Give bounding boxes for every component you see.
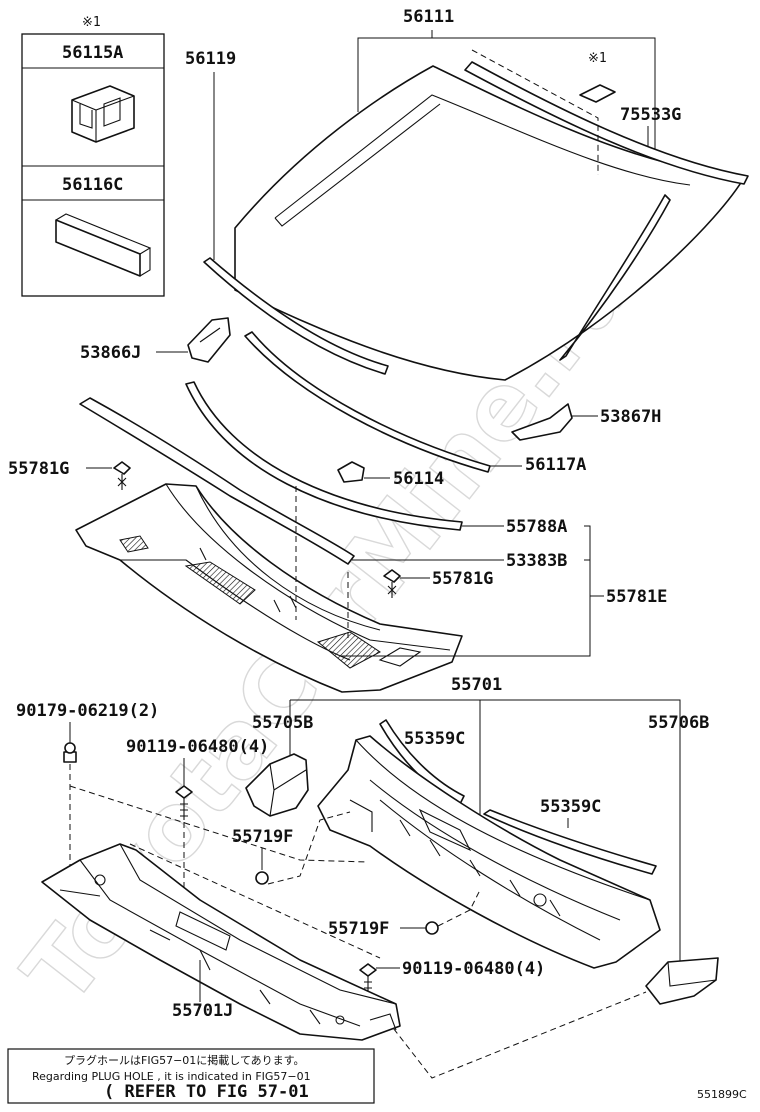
legend-item-56116C: 56116C — [62, 175, 123, 195]
note-line-japanese: プラグホールはFIG57−01に掲載してあります。 — [64, 1053, 305, 1067]
clip-55719F-b — [425, 921, 439, 935]
label-56117A: 56117A — [525, 455, 586, 475]
label-55781E: 55781E — [606, 587, 667, 607]
bracket-55705B — [245, 753, 309, 817]
clip-55719F-a — [255, 871, 269, 885]
label-55705B: 55705B — [252, 713, 313, 733]
clip-56114 — [337, 461, 365, 483]
seal-55788A — [185, 381, 463, 531]
cowl-lower-panel-55701J — [41, 843, 401, 1041]
label-55788A: 55788A — [506, 517, 567, 537]
label-55706B: 55706B — [648, 713, 709, 733]
label-56119: 56119 — [185, 49, 236, 69]
note-line-reference[interactable]: ( REFER TO FIG 57-01 — [104, 1082, 309, 1102]
label-53383B: 53383B — [506, 551, 567, 571]
legend-mark: ※1 — [82, 15, 101, 30]
label-75533G: 75533G — [620, 105, 681, 125]
seal-55359C-a — [379, 719, 465, 805]
bolt-90119-06480-bottom — [359, 963, 377, 996]
cowl-cover-55781E — [75, 483, 463, 693]
clip-56115A-illustration — [71, 85, 135, 143]
seal-55359C-b — [483, 809, 657, 875]
windshield-glass-56111 — [234, 65, 746, 381]
label-90179-06219: 90179-06219(2) — [16, 701, 159, 721]
label-53867H: 53867H — [600, 407, 661, 427]
label-53866J: 53866J — [80, 343, 141, 363]
bolt-90119-06480-top — [175, 785, 193, 820]
label-55781G-mid: 55781G — [432, 569, 493, 589]
bracket-53867H — [511, 403, 573, 441]
label-55781G-left: 55781G — [8, 459, 69, 479]
cowl-panel-55701 — [317, 735, 661, 969]
label-55719F-b: 55719F — [328, 919, 389, 939]
label-56114: 56114 — [393, 469, 444, 489]
legend-box — [21, 33, 165, 297]
label-56111: 56111 — [403, 7, 454, 27]
clip-55781G-mid — [383, 569, 401, 598]
legend-item-56115A: 56115A — [62, 43, 123, 63]
diagram-code: 551899C — [697, 1088, 747, 1101]
seal-53383B — [79, 397, 355, 565]
label-55359C-b: 55359C — [540, 797, 601, 817]
note-box — [7, 1048, 375, 1104]
side-moulding-56119-right — [559, 194, 671, 361]
label-55701: 55701 — [451, 675, 502, 695]
note-line-english: Regarding PLUG HOLE , it is indicated in… — [32, 1070, 311, 1083]
clip-55781G-left — [113, 461, 131, 490]
label-55359C-a: 55359C — [404, 729, 465, 749]
label-mark-top: ※1 — [588, 51, 607, 66]
label-55719F-a: 55719F — [232, 827, 293, 847]
clip-90179-06219 — [63, 742, 77, 763]
side-moulding-56119-left — [203, 257, 389, 375]
moulding-75533G — [464, 61, 749, 185]
label-55701J: 55701J — [172, 1001, 233, 1021]
strip-56116C-illustration — [55, 213, 152, 277]
bracket-53866J — [187, 317, 231, 363]
label-90119-06480-top: 90119-06480(4) — [126, 737, 269, 757]
label-90119-06480-bottom: 90119-06480(4) — [402, 959, 545, 979]
